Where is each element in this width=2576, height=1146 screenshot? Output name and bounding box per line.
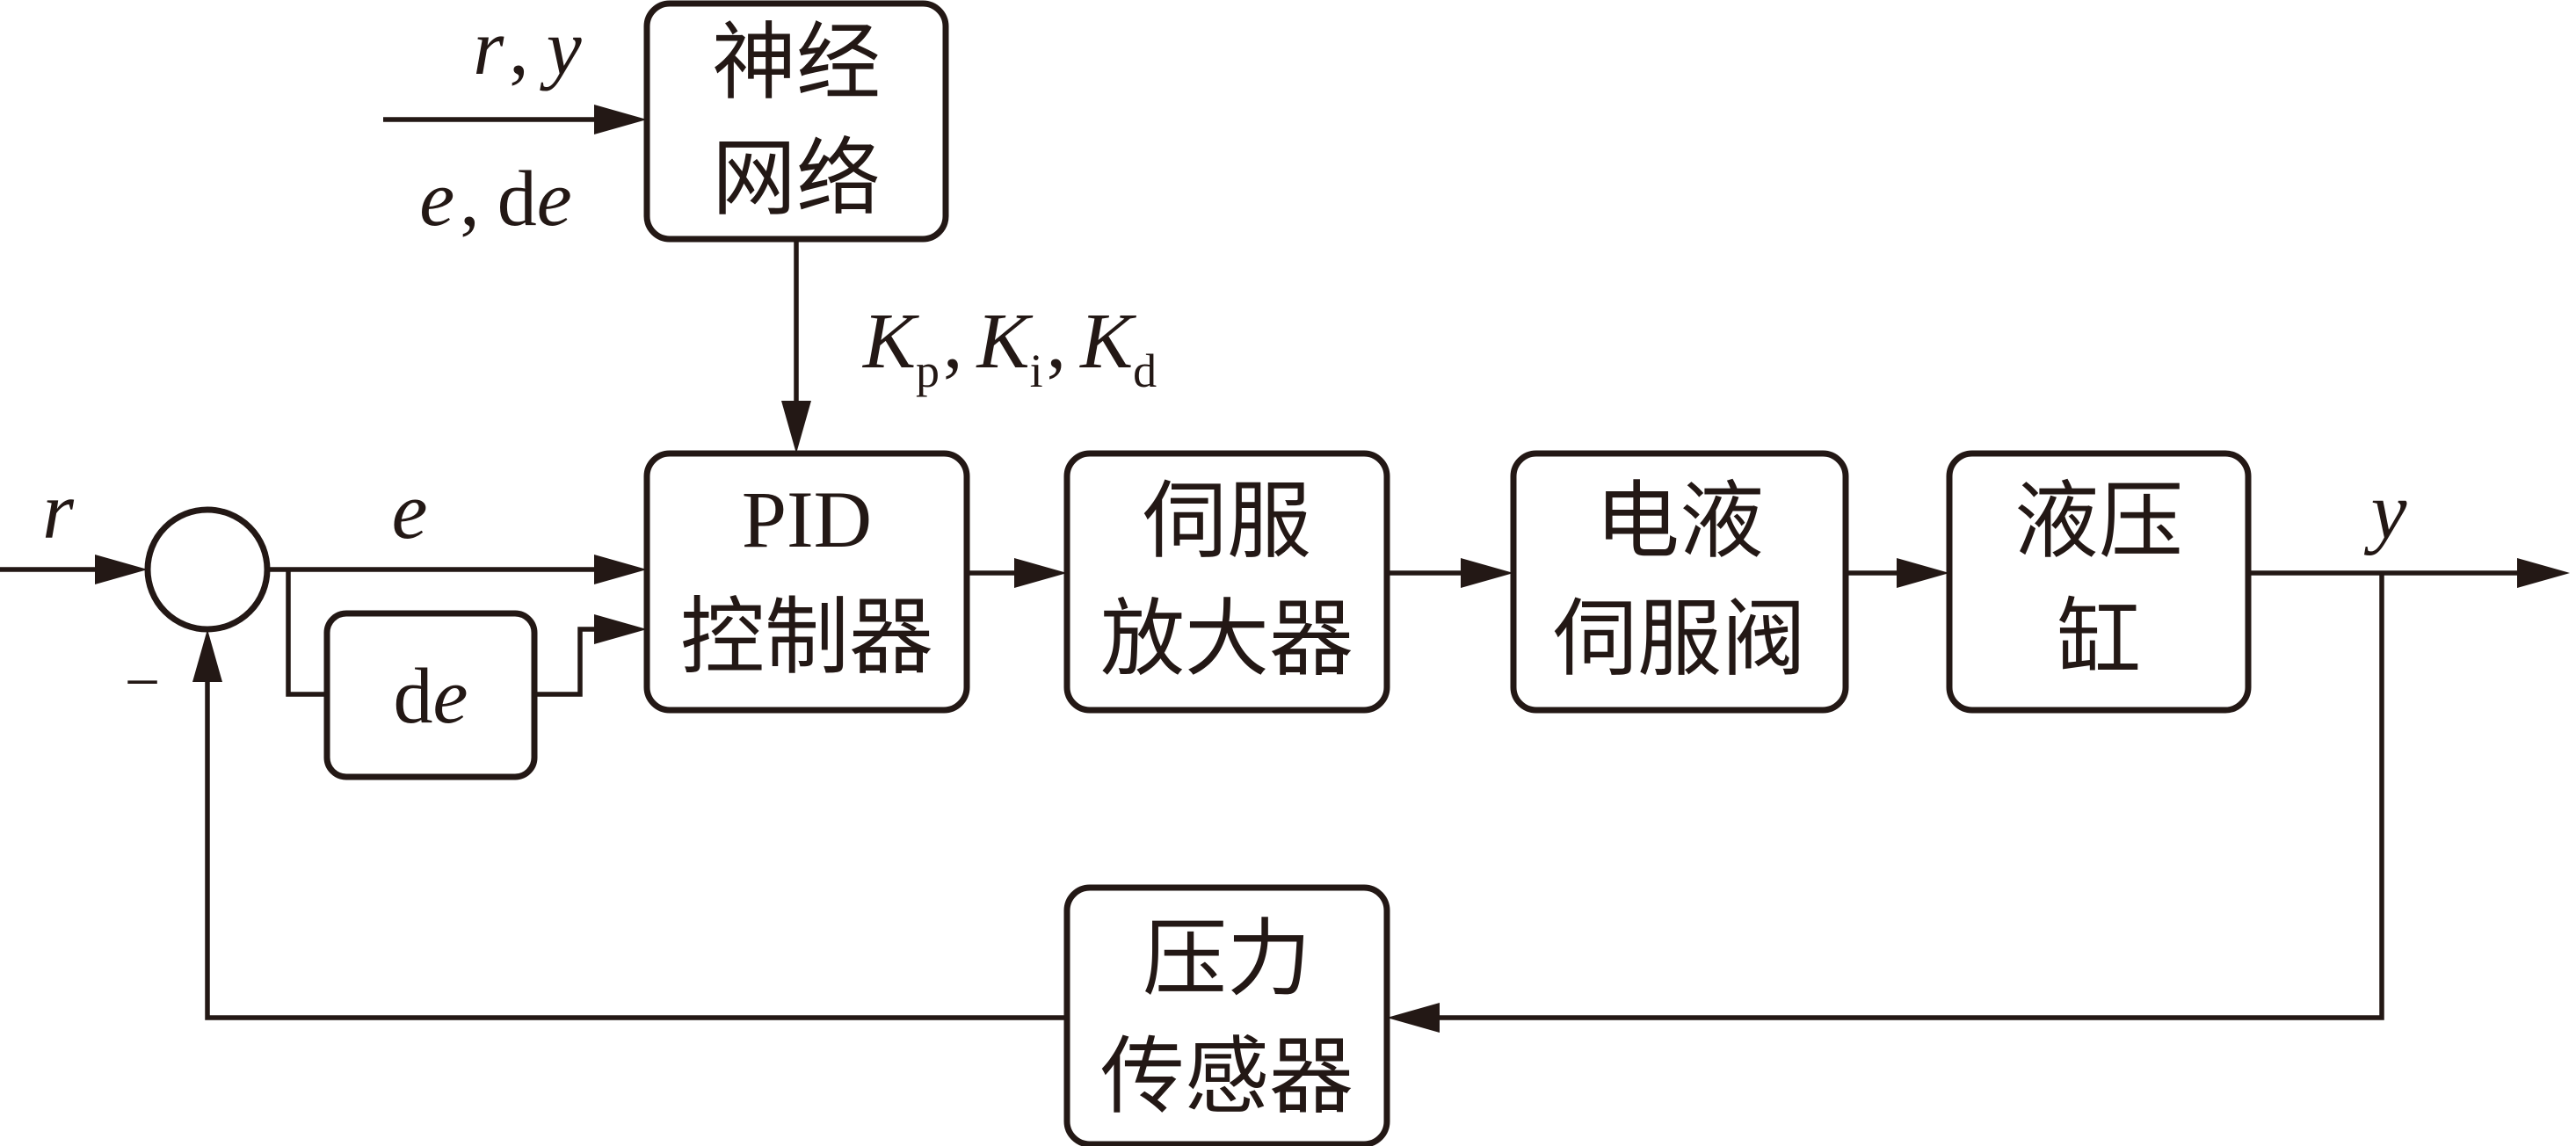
derivative-label: de — [394, 653, 468, 740]
amp-label-line1: 伺服 — [1143, 472, 1311, 570]
error-arrowhead — [594, 555, 647, 584]
derivative-prefix: d — [394, 653, 433, 740]
nn-input-d: d — [497, 156, 537, 243]
nn-input-sep2: , — [460, 156, 480, 243]
pid-to-amp-arrowhead — [1014, 558, 1067, 588]
signal-e-label: e — [392, 466, 428, 555]
gain-kd-k: K — [1078, 298, 1136, 385]
nn-input-sep1: , — [509, 4, 529, 91]
nn-input-y: y — [540, 4, 582, 91]
feedback-to-sensor-arrowhead — [1387, 1003, 1440, 1033]
sensor-label-line2: 传感器 — [1100, 1027, 1353, 1126]
gains-label: Kp,Ki,Kd — [861, 298, 1157, 397]
pid-label-line2: 控制器 — [680, 588, 933, 686]
nn-input-top-label: r,y — [473, 4, 582, 91]
valve-to-cylinder-arrowhead — [1897, 558, 1949, 588]
gain-ki-sub: i — [1030, 345, 1043, 397]
pid-controller-block — [643, 450, 970, 714]
output-y-arrowhead — [2517, 558, 2570, 588]
cylinder-label-line1: 液压 — [2014, 472, 2183, 570]
signal-y-label: y — [2364, 466, 2407, 555]
gain-kp-k: K — [861, 298, 919, 385]
amp-to-valve-arrowhead — [1461, 558, 1513, 588]
derivative-output-arrowhead — [594, 614, 647, 644]
nn-label-line2: 网络 — [712, 129, 881, 228]
feedback-to-junction-arrowhead — [192, 629, 222, 682]
gain-ki-k: K — [976, 298, 1034, 385]
feedback-right-wire — [1427, 573, 2384, 1020]
valve-label-line1: 电液 — [1595, 472, 1764, 570]
amp-label-line2: 放大器 — [1100, 590, 1353, 688]
summing-junction — [144, 506, 271, 633]
sensor-label-line1: 压力 — [1143, 910, 1311, 1008]
pid-label-line1: PID — [742, 475, 872, 564]
signal-r-label: r — [42, 466, 75, 555]
gains-arrowhead — [781, 401, 811, 453]
feedback-left-wire — [205, 671, 1067, 1020]
nn-input-e2: e — [537, 156, 572, 243]
servo-valve-block — [1510, 450, 1849, 714]
gain-sep1: , — [943, 298, 963, 385]
servo-amplifier-block — [1063, 450, 1390, 714]
gain-sep2: , — [1047, 298, 1067, 385]
nn-input-arrowhead — [594, 105, 647, 134]
nn-input-r: r — [473, 4, 504, 91]
feedback-minus-sign: − — [125, 647, 161, 717]
input-r-arrowhead — [95, 555, 148, 584]
valve-label-line2: 伺服阀 — [1553, 590, 1806, 688]
derivative-output-wire — [534, 627, 606, 697]
derivative-var: e — [433, 653, 468, 740]
derivative-branch-wire — [286, 569, 327, 697]
nn-input-e: e — [419, 156, 454, 243]
nn-label-line1: 神经 — [712, 13, 881, 112]
gain-kp-sub: p — [916, 345, 940, 397]
hydraulic-cylinder-block — [1946, 450, 2252, 714]
nn-input-bottom-label: e,de — [419, 156, 571, 243]
gain-kd-sub: d — [1133, 345, 1157, 397]
cylinder-label-line2: 缸 — [2057, 590, 2141, 688]
